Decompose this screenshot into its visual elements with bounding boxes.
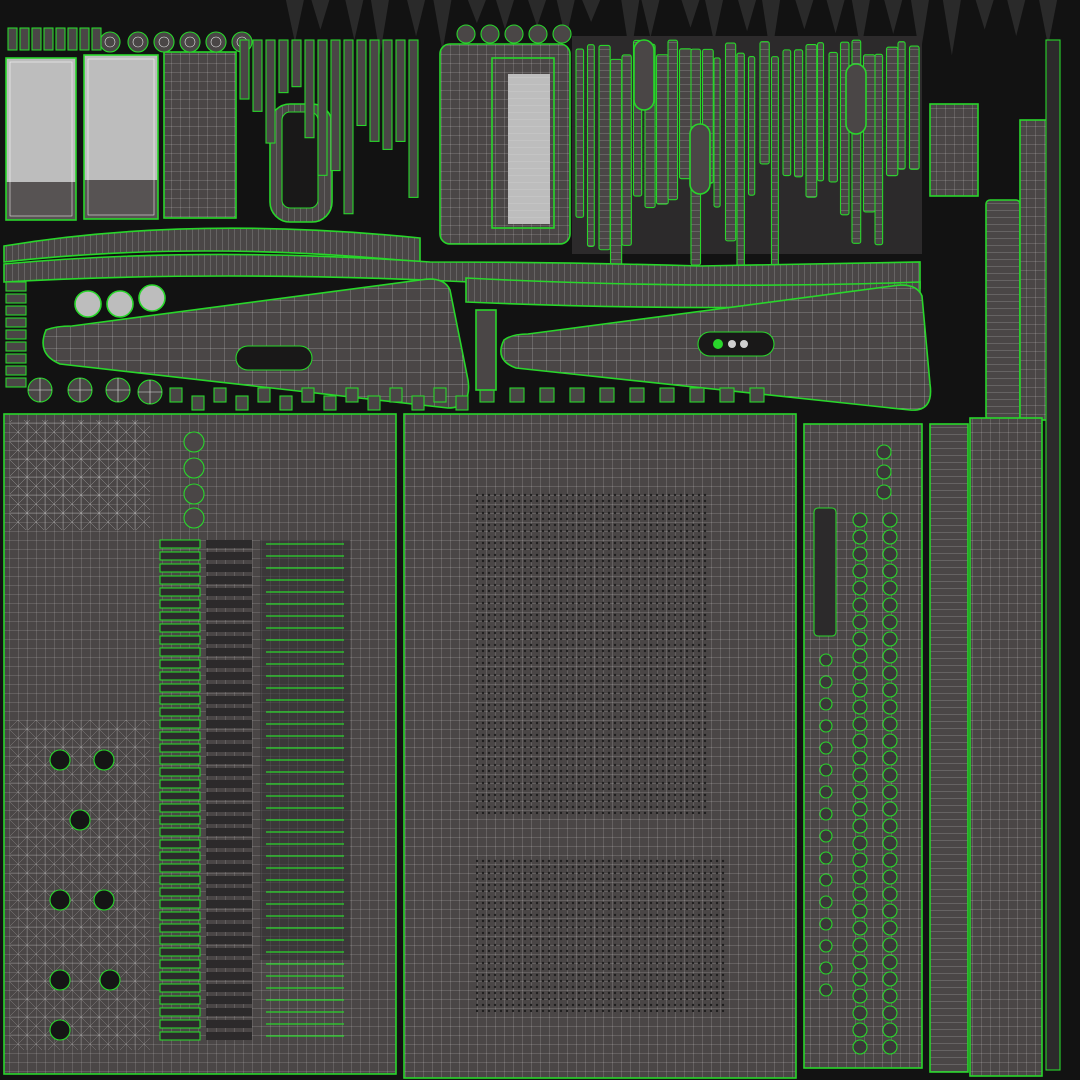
top-circle-row (99, 24, 572, 53)
top-strip-islands (5, 24, 1053, 421)
top-shadow-shapes (285, 0, 1058, 60)
panel-bottom-left (3, 413, 397, 1075)
mid-small-islands (5, 281, 765, 411)
panel-right-circles (803, 423, 923, 1069)
right-circle-grid (819, 444, 898, 1055)
top-small-boxes (7, 27, 419, 215)
left-panel-column-blocks (49, 431, 344, 1041)
wedge-islands (42, 278, 932, 411)
swoosh-strips (3, 227, 921, 309)
top-stick-islands (575, 39, 920, 282)
panel-center (403, 413, 797, 1079)
panel-right-strips (929, 39, 1061, 1077)
